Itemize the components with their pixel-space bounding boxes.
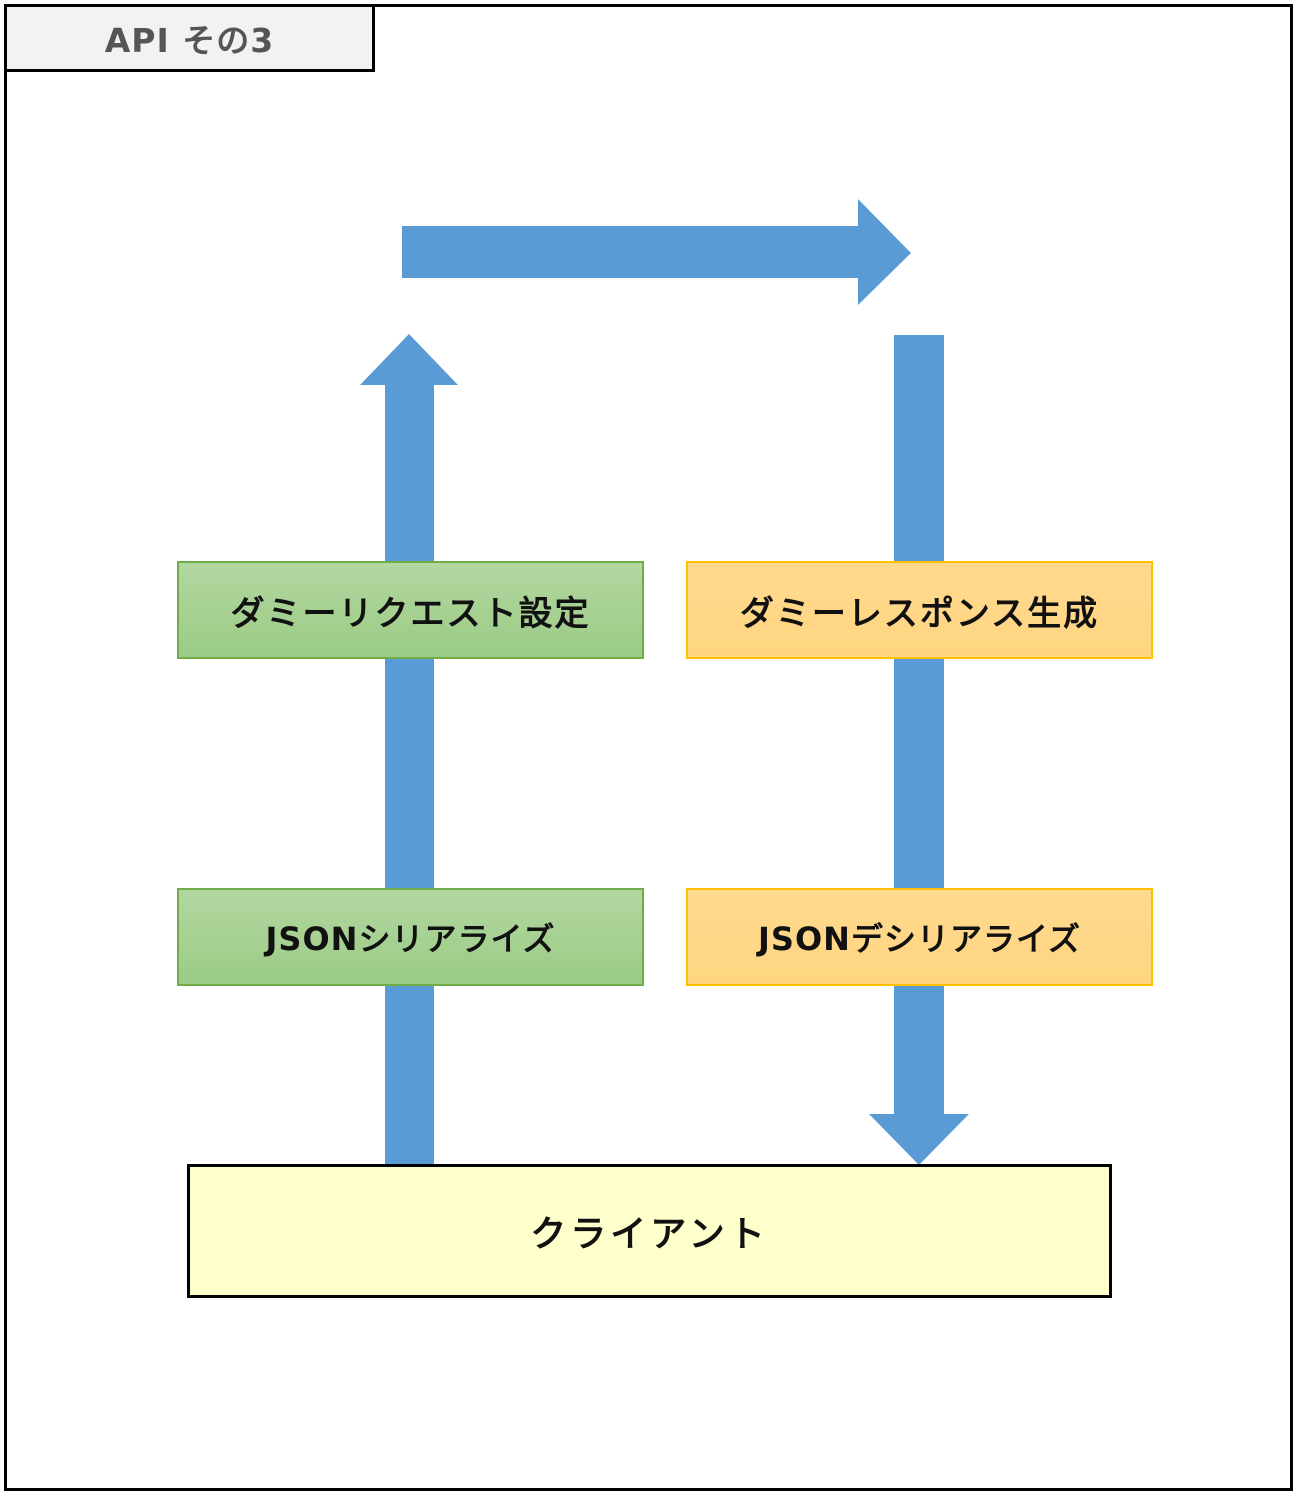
json-serialize-label: JSONシリアライズ bbox=[265, 920, 556, 958]
response-generate-label: ダミーレスポンス生成 bbox=[739, 593, 1100, 634]
json-deserialize-label: JSONデシリアライズ bbox=[758, 920, 1081, 958]
json-deserialize-box: JSONデシリアライズ bbox=[686, 888, 1153, 986]
request-setup-box: ダミーリクエスト設定 bbox=[177, 561, 644, 659]
up-arrow bbox=[360, 334, 458, 1166]
request-setup-label: ダミーリクエスト設定 bbox=[230, 593, 591, 634]
diagram-title: API その3 bbox=[4, 4, 375, 72]
client-label: クライアント bbox=[530, 1214, 769, 1255]
client-box: クライアント bbox=[187, 1164, 1112, 1298]
down-arrow bbox=[869, 335, 969, 1165]
right-arrow bbox=[402, 199, 911, 305]
response-generate-box: ダミーレスポンス生成 bbox=[686, 561, 1153, 659]
json-serialize-box: JSONシリアライズ bbox=[177, 888, 644, 986]
